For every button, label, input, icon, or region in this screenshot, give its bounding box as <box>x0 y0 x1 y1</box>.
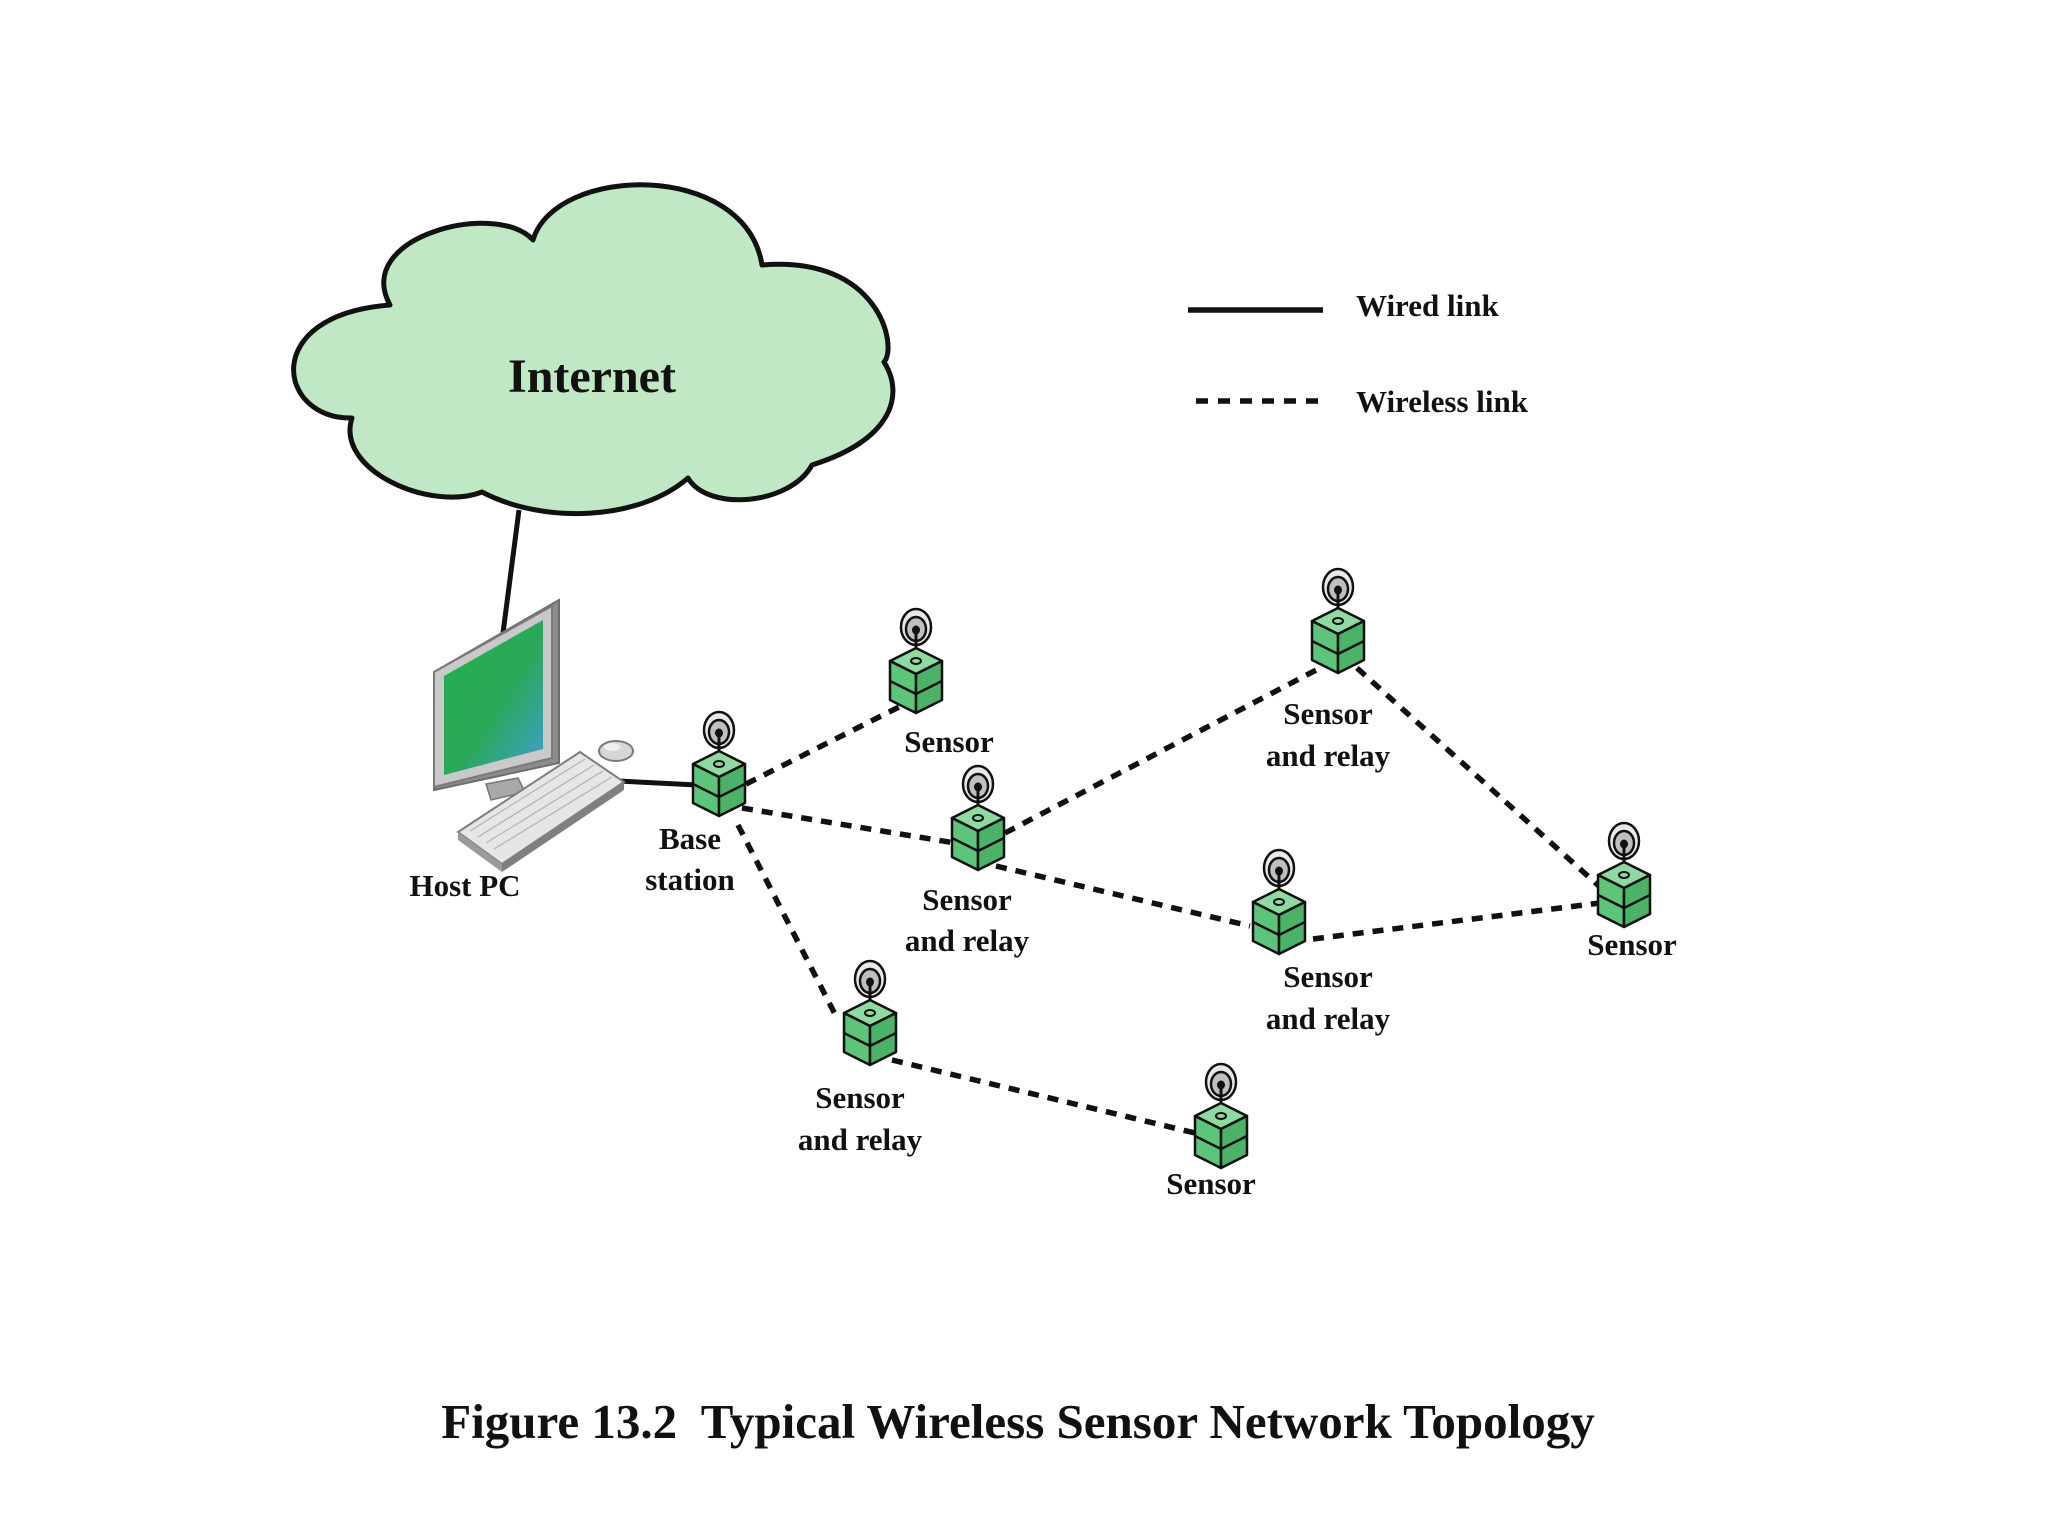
internet-label: Internet <box>508 350 676 403</box>
sensor-relay-top-right-icon <box>1310 567 1366 675</box>
base-station-label-line1: Base <box>659 821 721 856</box>
sensor-relay-mid-right-label-line2: and relay <box>1266 1001 1391 1036</box>
sensor-right-icon <box>1596 821 1652 929</box>
wired-link-host-to-base <box>617 778 698 788</box>
sensor-relay-bottom-icon <box>842 959 898 1067</box>
sensor-relay-top-right-label-line1: Sensor <box>1283 696 1373 731</box>
host-pc-icon <box>433 598 634 872</box>
legend-wireless-label: Wireless link <box>1356 384 1529 419</box>
sensor-right-label: Sensor <box>1587 927 1677 962</box>
sensor-top-label: Sensor <box>904 724 994 759</box>
sensor-relay-mid-right-label-line1: Sensor <box>1283 959 1373 994</box>
sensor-relay-mid-right-icon <box>1251 848 1307 956</box>
figure-caption: Figure 13.2 Typical Wireless Sensor Netw… <box>441 1394 1595 1449</box>
base-station-icon <box>691 710 747 818</box>
sensor-bottom-label: Sensor <box>1166 1166 1256 1201</box>
wireless-links <box>735 665 1602 1136</box>
sensor-relay-center-label-line1: Sensor <box>922 882 1012 917</box>
sensor-relay-center-icon <box>950 764 1006 872</box>
base-station-label-line2: station <box>645 862 735 897</box>
sensor-top-icon <box>888 607 944 715</box>
sensor-relay-bottom-label-line1: Sensor <box>815 1080 905 1115</box>
legend-wired-label: Wired link <box>1356 288 1499 323</box>
sensor-bottom-icon <box>1193 1062 1249 1170</box>
sensor-relay-top-right-label-line2: and relay <box>1266 738 1391 773</box>
wired-link-internet-to-host <box>500 509 522 634</box>
sensor-relay-bottom-label-line2: and relay <box>798 1122 923 1157</box>
host-pc-label: Host PC <box>409 868 520 903</box>
internet-cloud: Internet <box>291 182 896 517</box>
legend: Wired link Wireless link <box>1188 288 1529 419</box>
sensor-relay-center-label-line2: and relay <box>905 923 1030 958</box>
